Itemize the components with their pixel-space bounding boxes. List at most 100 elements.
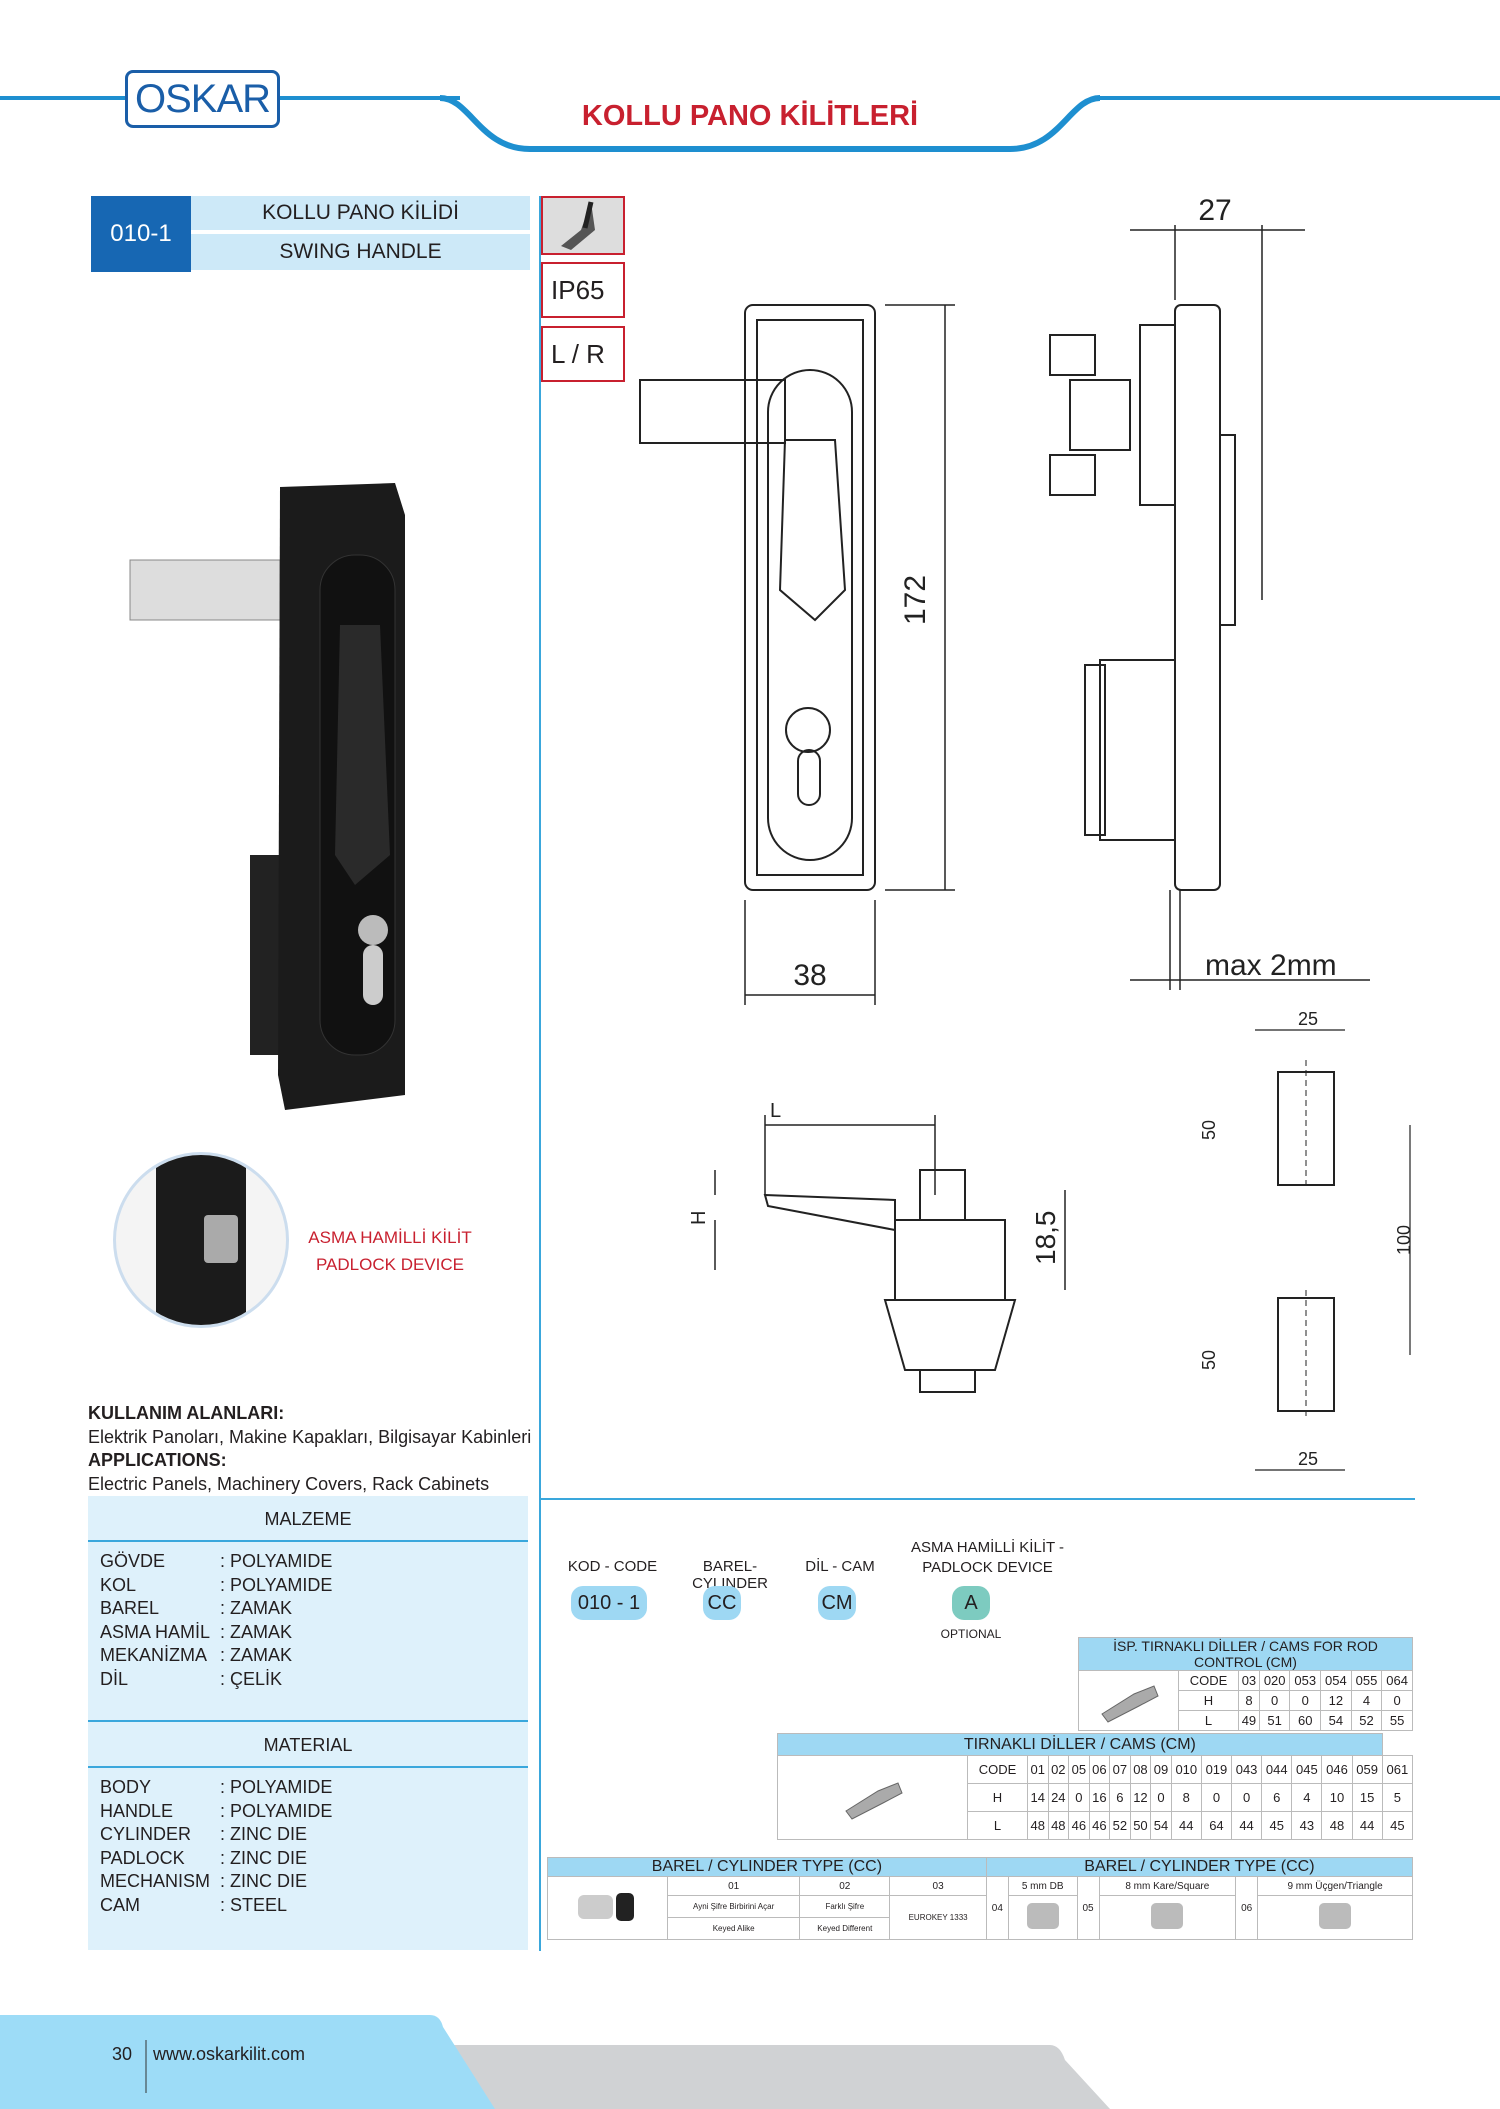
cylinder-image-04 — [1007, 1895, 1078, 1940]
product-code: 010-1 — [91, 196, 191, 272]
material-row: BODY: POLYAMIDE — [88, 1776, 528, 1800]
product-photo — [129, 483, 405, 1110]
table-cell: 48 — [1027, 1811, 1049, 1840]
code-pill: 010 - 1 — [571, 1586, 647, 1620]
cam-view — [714, 1115, 1066, 1393]
table-cell: 054 — [1320, 1670, 1352, 1691]
barrel-table: BAREL / CYLINDER TYPE (CC)BAREL / CYLIND… — [547, 1857, 1414, 1940]
padlock-pill: A — [952, 1586, 990, 1620]
material-part: ASMA HAMİL — [100, 1621, 211, 1642]
table-cell: 12 — [1320, 1690, 1352, 1711]
padlock-label-tr: ASMA HAMİLLİ KİLİT — [308, 1228, 472, 1247]
table-cell: 0 — [1230, 1783, 1263, 1812]
table-cell: 0 — [1068, 1783, 1090, 1812]
side-view — [1049, 304, 1236, 891]
material-value: : ZAMAK — [220, 1598, 293, 1618]
barrel-02: 02 — [799, 1876, 891, 1896]
cylinder-key-image — [547, 1876, 668, 1940]
divider-horizontal — [540, 1498, 1415, 1500]
table-cell: 0 — [1381, 1690, 1413, 1711]
eurokey: EUROKEY 1333 — [889, 1895, 987, 1940]
table-cell: 51 — [1258, 1710, 1291, 1731]
website-link[interactable]: www.oskarkilit.com — [153, 2044, 306, 2064]
barrel-05: 05 — [1076, 1876, 1100, 1940]
material-value: : ZAMAK — [220, 1645, 293, 1665]
table-cell: 059 — [1351, 1755, 1383, 1784]
table-cell: 52 — [1350, 1710, 1383, 1731]
material-value: : ZINC DIE — [220, 1871, 308, 1891]
table-cell: 045 — [1291, 1755, 1323, 1784]
table-cell: 4 — [1350, 1690, 1383, 1711]
label-padlock-tr: ASMA HAMİLLİ KİLİT - — [910, 1539, 1065, 1556]
table-cell: 09 — [1150, 1755, 1172, 1784]
material-row: BAREL : ZAMAK — [88, 1597, 528, 1621]
table-cell: L — [1178, 1710, 1239, 1731]
barrel-06: 06 — [1235, 1876, 1259, 1940]
material-value: : ZINC DIE — [220, 1824, 308, 1844]
table-cell: L — [967, 1811, 1028, 1840]
table-cell: 0 — [1150, 1783, 1172, 1812]
dim-max: max 2mm — [1205, 949, 1337, 982]
table-cell: 60 — [1289, 1710, 1322, 1731]
material-part: DİL — [100, 1668, 129, 1689]
cam-image — [777, 1755, 968, 1840]
optional-label: OPTIONAL — [940, 1627, 1002, 1641]
ip65-badge: IP65 — [541, 262, 625, 318]
padlock-label-en: PADLOCK DEVICE — [315, 1255, 464, 1274]
keyed-diff-en: Keyed Different — [799, 1917, 891, 1940]
page-number: 30 — [112, 2044, 133, 2064]
header-line-right — [1100, 96, 1500, 100]
table-cell: 4 — [1291, 1783, 1323, 1812]
table-cell: 46 — [1068, 1811, 1090, 1840]
table-cell: 064 — [1381, 1670, 1413, 1691]
table-cell: 043 — [1230, 1755, 1263, 1784]
table-cell: CODE — [1178, 1670, 1239, 1691]
keyed-alike-en: Keyed Alike — [666, 1917, 801, 1940]
table-cell: 0 — [1258, 1690, 1291, 1711]
material-value: : POLYAMIDE — [220, 1574, 333, 1595]
table-cell: 45 — [1381, 1811, 1414, 1840]
table-cell: 06 — [1088, 1755, 1111, 1784]
table-cell: H — [1178, 1690, 1239, 1711]
material-part: MECHANISM — [100, 1871, 211, 1891]
usage-text-tr: Elektrik Panoları, Makine Kapakları, Bil… — [88, 1426, 532, 1447]
cams-title: TIRNAKLI DİLLER / CAMS (CM) — [777, 1733, 1383, 1756]
padlock-detail-image — [113, 1152, 289, 1328]
material-part: BODY — [100, 1777, 152, 1797]
material-row: CAM: STEEL — [88, 1894, 528, 1918]
material-row: KOL: POLYAMIDE — [88, 1574, 528, 1598]
usage-title-tr: KULLANIM ALANLARI: — [88, 1403, 285, 1423]
dim-100: 100 — [1394, 1225, 1414, 1255]
table-cell: 52 — [1109, 1811, 1131, 1840]
dim-50-top: 50 — [1199, 1120, 1219, 1140]
table-cell: 01 — [1027, 1755, 1049, 1784]
material-row: PADLOCK: ZINC DIE — [88, 1847, 528, 1871]
material-row: GÖVDE: POLYAMIDE — [88, 1550, 528, 1574]
dim-25-bottom: 25 — [1298, 1449, 1318, 1469]
barrel-03: 03 — [889, 1876, 987, 1896]
material-value: : STEEL — [220, 1894, 288, 1915]
dim-height: 172 — [899, 575, 932, 625]
material-value: : ZINC DIE — [220, 1847, 308, 1868]
material-row: DİL: ÇELİK — [88, 1668, 528, 1692]
material-value: : POLYAMIDE — [220, 1551, 333, 1571]
table-cell: 44 — [1170, 1811, 1202, 1840]
material-part: HANDLE — [100, 1800, 174, 1821]
material-part: BAREL — [100, 1598, 160, 1618]
table-cell: 05 — [1068, 1755, 1090, 1784]
table-cell: 02 — [1047, 1755, 1070, 1784]
material-row: MEKANİZMA: ZAMAK — [88, 1644, 528, 1668]
header-swoosh — [439, 95, 1101, 152]
barrel-type-06: 9 mm Üçgen/Triangle — [1257, 1876, 1413, 1896]
cylinder-image-05 — [1098, 1895, 1237, 1940]
label-padlock: ASMA HAMİLLİ KİLİT -PADLOCK DEVICE — [895, 1538, 1080, 1578]
table-cell: 54 — [1320, 1710, 1352, 1731]
material-row: ASMA HAMİL : ZAMAK — [88, 1621, 528, 1645]
table-cell: 8 — [1238, 1690, 1260, 1711]
material-value: : ZAMAK — [220, 1621, 293, 1642]
table-cell: 44 — [1351, 1811, 1383, 1840]
